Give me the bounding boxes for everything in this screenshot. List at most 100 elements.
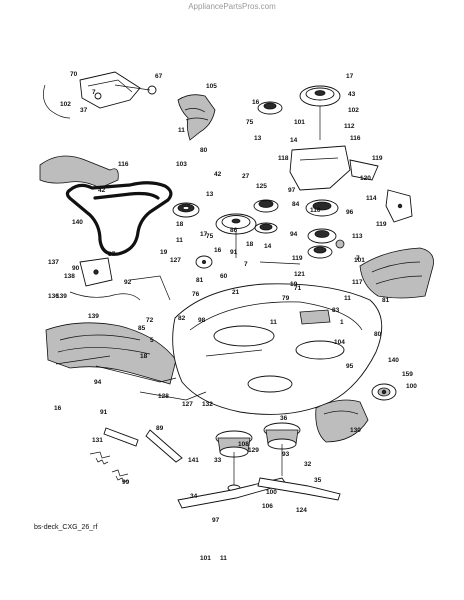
callout-35: 35 (314, 477, 322, 484)
gauge-wheel (371, 383, 397, 401)
belt-guard (177, 94, 216, 141)
callout-81: 81 (196, 277, 204, 284)
figure-id: bs-deck_CXG_26_rf (34, 524, 98, 531)
callout-19: 19 (290, 281, 298, 288)
callout-129: 129 (248, 447, 259, 454)
callout-84: 84 (292, 201, 300, 208)
callout-116: 116 (118, 161, 129, 168)
callout-101: 101 (354, 257, 365, 264)
callout-104: 104 (334, 339, 345, 346)
callout-42: 42 (214, 171, 222, 178)
callout-139: 139 (56, 293, 67, 300)
callout-103: 103 (176, 161, 187, 168)
callout-7: 7 (244, 261, 248, 268)
watermark: AppliancePartsPros.com (188, 2, 276, 11)
callout-100: 100 (266, 489, 277, 496)
main-pulley-center (215, 213, 257, 258)
callout-105: 105 (206, 83, 217, 90)
callout-75: 75 (206, 233, 214, 240)
callout-14: 14 (290, 137, 298, 144)
callout-90: 90 (72, 265, 80, 272)
callout-98: 98 (198, 317, 206, 324)
callout-17: 17 (200, 231, 208, 238)
discharge-chute (359, 247, 434, 299)
callout-120: 120 (360, 175, 371, 182)
callout-7: 7 (92, 89, 96, 96)
drive-belt (39, 155, 173, 256)
idler-pulley-right (253, 199, 279, 234)
callout-97: 97 (212, 517, 220, 524)
callout-136: 136 (48, 293, 59, 300)
callout-16: 16 (214, 247, 222, 254)
callout-18: 18 (176, 221, 184, 228)
callout-91: 91 (100, 409, 108, 416)
callout-5: 5 (150, 337, 154, 344)
callout-100: 100 (406, 383, 417, 390)
callout-13: 13 (206, 191, 214, 198)
callout-130: 130 (350, 427, 361, 434)
callout-94: 94 (94, 379, 102, 386)
callout-32: 32 (304, 461, 312, 468)
callout-119: 119 (292, 255, 303, 262)
spindle-pulley-top (257, 85, 341, 140)
callout-101: 101 (294, 119, 305, 126)
callout-81: 81 (382, 297, 390, 304)
lift-link (69, 291, 141, 301)
callout-19: 19 (160, 249, 168, 256)
link-rods (95, 261, 301, 401)
callout-11: 11 (178, 127, 185, 134)
callout-106: 106 (262, 503, 273, 510)
callout-27: 27 (242, 173, 250, 180)
callout-34: 34 (190, 493, 198, 500)
callout-36: 36 (280, 415, 288, 422)
callout-13: 13 (254, 135, 262, 142)
callout-101: 101 (200, 555, 211, 562)
spindle-housing-right (263, 422, 301, 476)
callout-95: 95 (346, 363, 354, 370)
callout-91: 91 (230, 249, 238, 256)
callout-128: 128 (158, 393, 169, 400)
callout-110: 110 (310, 207, 321, 214)
callout-11: 11 (344, 295, 351, 302)
callout-97: 97 (288, 187, 296, 194)
lift-arms-bottom (89, 427, 183, 483)
callout-137: 137 (48, 259, 59, 266)
callout-79: 79 (282, 295, 290, 302)
rear-shield (315, 399, 369, 443)
callout-127: 127 (170, 257, 181, 264)
mower-blade-right (257, 477, 341, 501)
callout-108: 108 (238, 441, 249, 448)
callout-138: 138 (64, 273, 75, 280)
mower-baffle (45, 322, 177, 385)
gauge-wheel-bracket (79, 257, 113, 287)
callout-80: 80 (374, 331, 382, 338)
callout-119: 119 (372, 155, 383, 162)
callout-159: 159 (402, 371, 413, 378)
idler-arm-bracket (289, 145, 379, 191)
callout-87: 87 (108, 251, 116, 258)
callout-67: 67 (155, 73, 163, 80)
callout-139: 139 (88, 313, 99, 320)
callout-102: 102 (60, 101, 71, 108)
callout-83: 83 (332, 307, 340, 314)
small-gauge-wheel (195, 255, 213, 269)
callout-43: 43 (348, 91, 356, 98)
callout-102: 102 (348, 107, 359, 114)
callout-131: 131 (92, 437, 103, 444)
callout-96: 96 (346, 209, 354, 216)
callout-17: 17 (346, 73, 354, 80)
callout-92: 92 (124, 279, 132, 286)
callout-93: 93 (282, 451, 290, 458)
callout-118: 118 (278, 155, 289, 162)
callout-125: 125 (256, 183, 267, 190)
callout-71: 71 (294, 285, 302, 292)
callout-1: 1 (340, 319, 344, 326)
callout-72: 72 (146, 317, 154, 324)
deck-lift-bracket (43, 71, 157, 119)
callout-112: 112 (344, 123, 355, 130)
callout-76: 76 (192, 291, 200, 298)
callout-14: 14 (264, 243, 272, 250)
callout-11: 11 (176, 237, 183, 244)
